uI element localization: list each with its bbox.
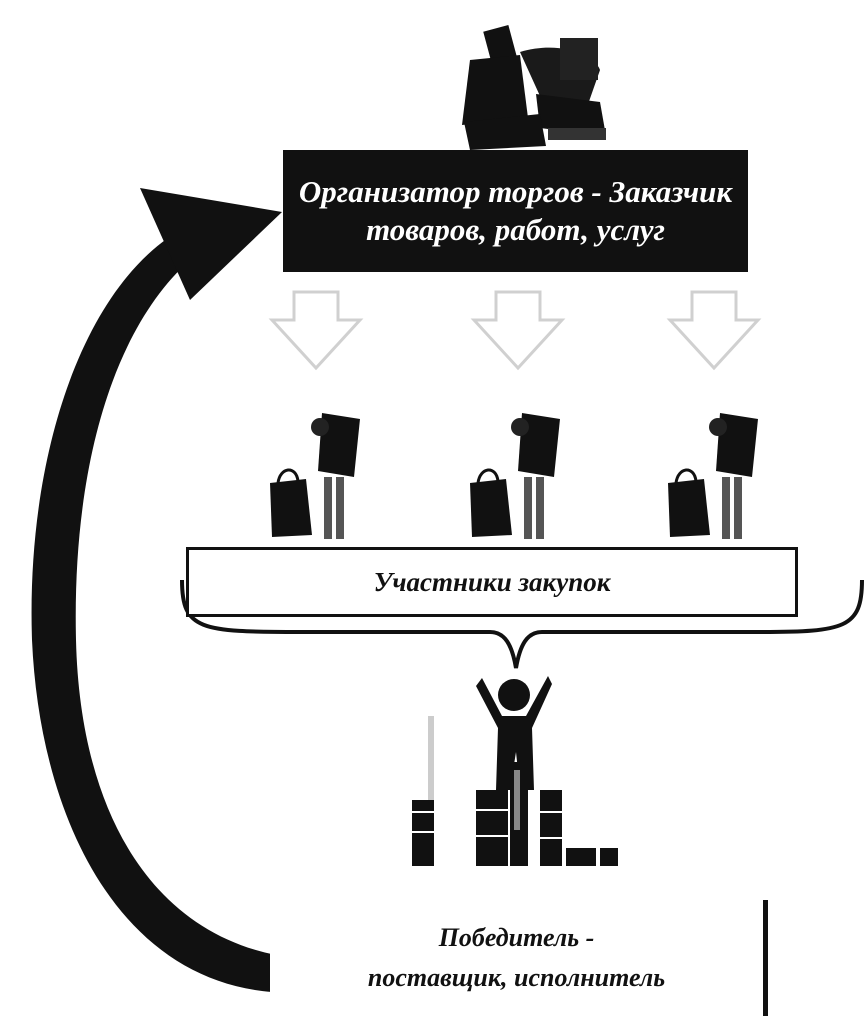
- computer-user-icon: [462, 25, 606, 150]
- organizer-box: Организатор торгов - Заказчик товаров, р…: [283, 150, 748, 272]
- down-arrow-icon: [470, 290, 566, 371]
- cycle-arrow-label: [123, 430, 153, 770]
- shopper-icon: [270, 413, 360, 539]
- cycle-arrow: [31, 188, 282, 992]
- cycle-arrow-head: [140, 188, 282, 300]
- organizer-title: Организатор торгов - Заказчик товаров, р…: [298, 174, 733, 247]
- participants-box: Участники закупок: [186, 547, 798, 617]
- curly-brace: [180, 579, 864, 669]
- down-arrow-icon: [666, 290, 762, 371]
- winner-line-2: поставщик, исполнитель: [367, 963, 666, 992]
- winner-box: Победитель - поставщик, исполнитель: [270, 900, 768, 1016]
- participants-label: Участники закупок: [373, 566, 611, 597]
- cycle-arrow-body: [31, 238, 277, 992]
- down-arrow-icon: [268, 290, 364, 371]
- winner-line-1: Победитель -: [438, 922, 595, 952]
- shopper-icon: [470, 413, 560, 539]
- winner-on-coins-icon: [412, 676, 618, 866]
- shopper-icon: [668, 413, 758, 539]
